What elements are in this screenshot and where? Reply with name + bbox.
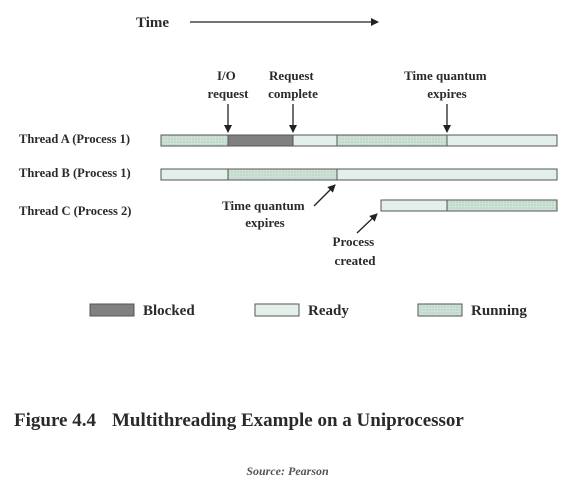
figure-title: Multithreading Example on a Uniprocessor [111,410,464,431]
figure-caption: Figure 4.4 Multithreading Example on a Un… [14,410,464,432]
legend-blocked-swatch [89,303,135,317]
thread-b-ready-segment-2 [336,168,558,181]
quantum-expires-mid-arrow [313,184,336,207]
thread-c-running-segment [446,199,558,212]
thread-b-label: Thread B (Process 1) [19,166,131,180]
quantum-expires-mid-label: Time quantum expires [222,198,308,230]
thread-b-ready-segment [160,168,229,181]
thread-b-running-segment [227,168,338,181]
process-created-arrow [356,213,378,234]
quantum-expires-top-label: Time quantum expires [404,68,490,101]
thread-c-ready-segment [380,199,448,212]
request-complete-label: Request complete [268,68,318,101]
legend-running-label: Running [471,303,527,319]
figure-number: Figure 4.4 [14,410,96,431]
thread-c-label: Thread C (Process 2) [19,204,131,218]
legend-blocked-label: Blocked [143,303,195,319]
legend-ready-swatch [254,303,300,317]
thread-a-ready-segment [292,134,338,147]
thread-a-ready-segment-2 [446,134,558,147]
thread-a-label: Thread A (Process 1) [19,132,130,146]
process-created-label: Process created [333,234,378,268]
legend-running-swatch [417,303,463,317]
source-note: Source: Pearson [246,464,329,478]
thread-a-running-segment [160,134,229,147]
thread-a-running-segment-2 [336,134,448,147]
time-label: Time [136,15,169,31]
io-request-label: I/O request [208,68,250,101]
legend-ready-label: Ready [308,303,349,319]
thread-a-blocked-segment [227,134,294,147]
